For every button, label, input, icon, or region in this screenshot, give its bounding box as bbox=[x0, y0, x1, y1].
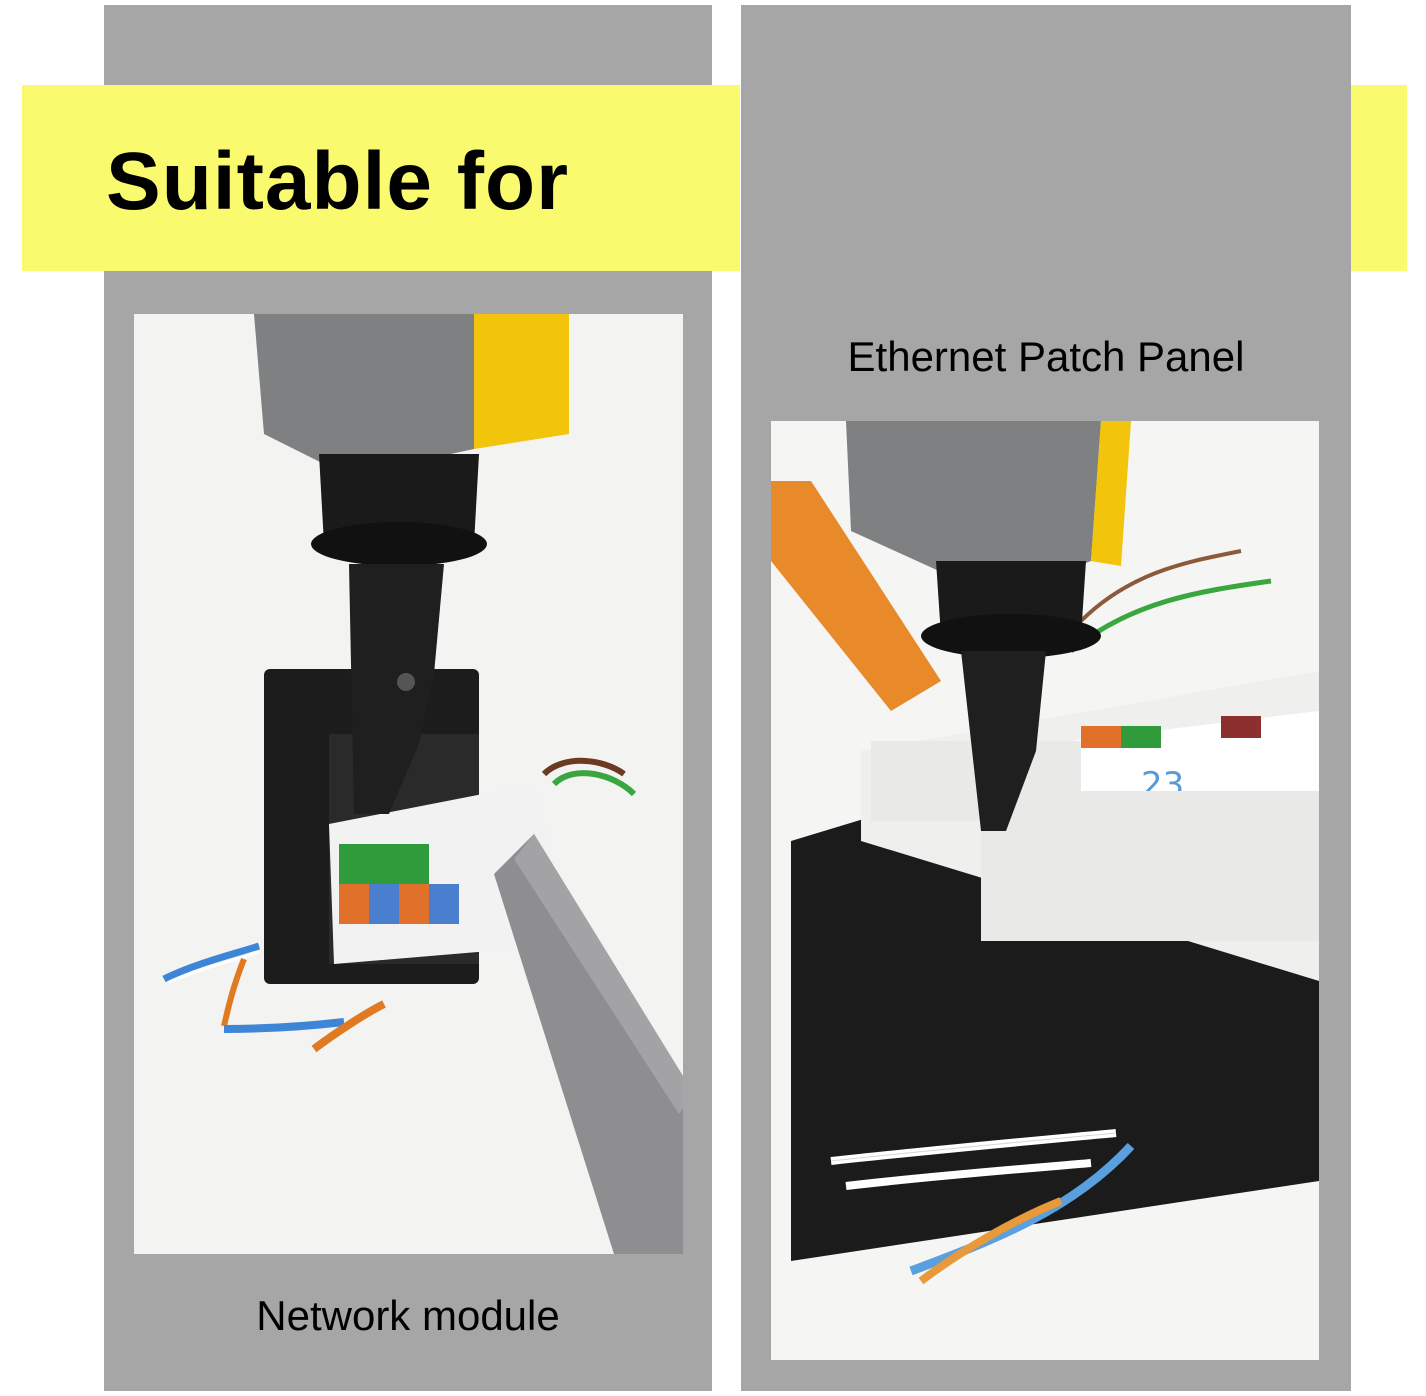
right-caption: Ethernet Patch Panel bbox=[847, 333, 1245, 380]
network-module-photo bbox=[134, 314, 683, 1254]
title-banner: Suitable for bbox=[22, 85, 740, 271]
left-caption: Network module bbox=[256, 1292, 560, 1339]
network-module-illustration bbox=[134, 314, 683, 1254]
patch-panel-photo: 23 Cat.6 bbox=[771, 421, 1319, 1360]
patch-panel-illustration: 23 Cat.6 bbox=[771, 421, 1319, 1360]
banner-title: Suitable for bbox=[106, 136, 570, 227]
title-banner-edge bbox=[1351, 85, 1407, 271]
